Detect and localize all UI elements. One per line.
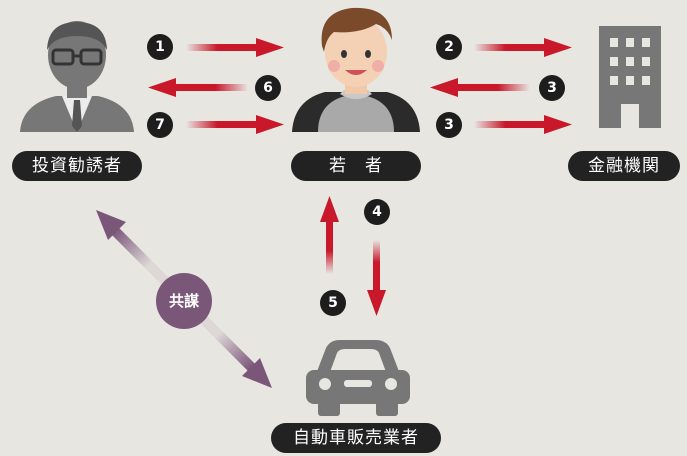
arrow-step-3-return	[430, 78, 530, 97]
step-badge-1: 1	[147, 34, 173, 60]
investment-solicitor-label: 投資勧誘者	[12, 151, 142, 181]
step-badge-3: 3	[436, 112, 462, 138]
step-badge-7: 7	[147, 112, 173, 138]
car-dealer-label: 自動車販売業者	[271, 423, 441, 453]
financial-institution-icon	[599, 26, 661, 128]
arrow-step-1	[186, 38, 284, 57]
step-badge-5: 5	[320, 290, 346, 316]
investment-solicitor-icon	[20, 21, 134, 132]
arrow-step-4	[367, 240, 386, 316]
financial-institution-label: 金融機関	[568, 151, 680, 181]
step-badge-4: 4	[364, 199, 390, 225]
young-person-icon	[292, 7, 420, 132]
step-badge-6: 6	[255, 75, 281, 101]
young-person-label: 若 者	[291, 151, 421, 181]
collusion-label: 共謀	[156, 273, 212, 329]
step-badge-2: 2	[436, 34, 462, 60]
arrow-step-3	[474, 115, 572, 134]
car-icon	[306, 340, 410, 416]
arrow-step-7	[186, 115, 284, 134]
arrow-step-2	[474, 38, 572, 57]
arrow-step-6	[148, 78, 248, 97]
step-badge-3-return: 3	[539, 75, 565, 101]
arrow-step-5	[320, 196, 339, 274]
